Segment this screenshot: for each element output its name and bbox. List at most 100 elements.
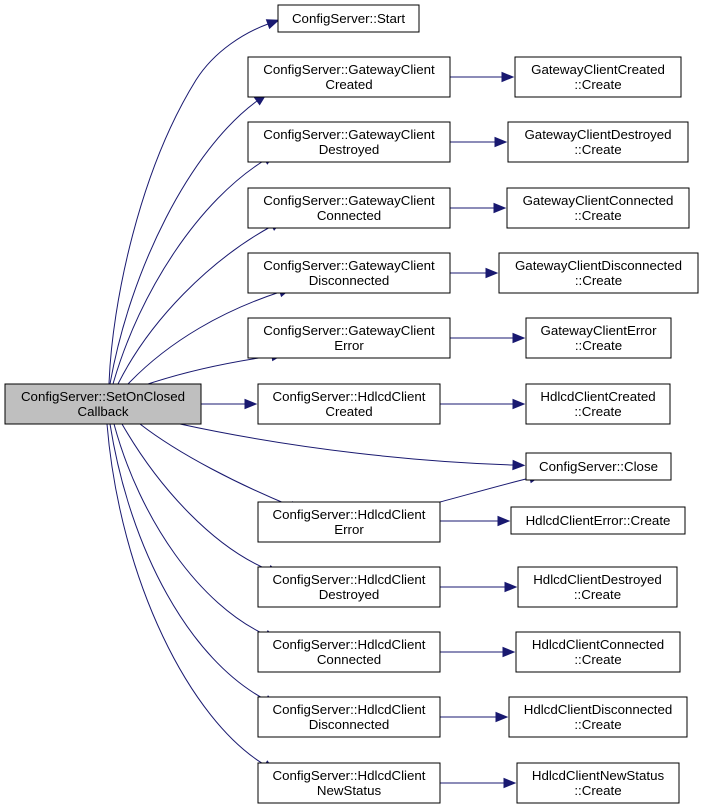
node-hcdis[interactable]: ConfigServer::HdlcdClientDisconnected — [257, 696, 441, 738]
node-label-line: ConfigServer::HdlcdClient — [273, 507, 426, 522]
node-box — [247, 187, 451, 229]
node-label-line: ::Create — [574, 587, 621, 602]
node-gcd[interactable]: ConfigServer::GatewayClientDestroyed — [247, 121, 451, 163]
edge-line — [108, 23, 269, 385]
node-label-line: GatewayClientCreated — [531, 62, 665, 77]
node-label-line: Error — [334, 522, 364, 537]
edge-gcd-to-gcd_c — [450, 136, 508, 148]
node-box — [257, 566, 441, 608]
node-label-line: ::Create — [574, 404, 621, 419]
node-gcn[interactable]: ConfigServer::GatewayClientConnected — [247, 187, 451, 229]
node-label-line: Connected — [317, 652, 381, 667]
edge-arrowhead — [485, 267, 499, 279]
node-label-line: HdlcdClientError::Create — [526, 513, 671, 528]
node-label-line: Created — [325, 404, 372, 419]
edge-arrowhead — [495, 711, 509, 723]
node-layer: ConfigServer::SetOnClosedCallbackConfigS… — [4, 4, 699, 804]
edge-line — [147, 355, 273, 385]
node-gcn-c[interactable]: GatewayClientConnected::Create — [506, 187, 690, 229]
node-gcc-c[interactable]: GatewayClientCreated::Create — [514, 56, 682, 98]
edge-line — [439, 477, 531, 503]
edge-hcns-to-hcns_c — [439, 777, 517, 789]
node-hce[interactable]: ConfigServer::HdlcdClientError — [257, 501, 441, 543]
node-start[interactable]: ConfigServer::Start — [277, 4, 420, 33]
node-label-line: ConfigServer::HdlcdClient — [273, 389, 426, 404]
node-label-line: HdlcdClientNewStatus — [532, 768, 665, 783]
node-hcc[interactable]: ConfigServer::HdlcdClientCreated — [257, 383, 441, 425]
node-hcc-c[interactable]: HdlcdClientCreated::Create — [525, 383, 671, 425]
node-label-line: ConfigServer::HdlcdClient — [273, 702, 426, 717]
node-box — [517, 566, 678, 608]
edge-root-to-gcn — [117, 220, 283, 385]
edge-arrowhead — [512, 332, 526, 344]
node-box — [514, 56, 682, 98]
node-label-line: ConfigServer::Close — [539, 459, 658, 474]
node-box — [498, 252, 699, 294]
node-label-line: HdlcdClientConnected — [532, 637, 664, 652]
edge-arrowhead — [512, 398, 526, 410]
edge-hce-to-hce_c — [439, 515, 511, 527]
node-label-line: ConfigServer::SetOnClosed — [21, 389, 185, 404]
node-box — [507, 121, 689, 163]
node-box — [510, 506, 686, 535]
edge-gcn-to-gcn_c — [449, 202, 507, 214]
node-label-line: ConfigServer::Start — [292, 11, 405, 26]
node-box — [257, 631, 441, 673]
node-label-line: Destroyed — [319, 142, 380, 157]
node-box — [247, 121, 451, 163]
node-label-line: Destroyed — [319, 587, 380, 602]
node-label-line: ConfigServer::GatewayClient — [263, 193, 435, 208]
edge-line — [117, 225, 273, 385]
node-gcd-c[interactable]: GatewayClientDestroyed::Create — [507, 121, 689, 163]
node-label-line: Created — [325, 77, 372, 92]
node-label-line: HdlcdClientCreated — [540, 389, 655, 404]
node-gce[interactable]: ConfigServer::GatewayClientError — [247, 317, 451, 359]
node-label-line: GatewayClientDestroyed — [524, 127, 671, 142]
edge-hcc-to-hcc_c — [439, 398, 526, 410]
edge-gce-to-gce_c — [449, 332, 526, 344]
node-label-line: Connected — [317, 208, 381, 223]
edge-root-to-gcc — [109, 93, 267, 385]
edge-arrowhead — [512, 459, 526, 471]
node-hcn[interactable]: ConfigServer::HdlcdClientConnected — [257, 631, 441, 673]
node-gce-c[interactable]: GatewayClientError::Create — [525, 317, 672, 359]
node-label-line: ConfigServer::GatewayClient — [263, 323, 435, 338]
node-label-line: ::Create — [574, 77, 621, 92]
node-box — [4, 383, 202, 425]
node-label-line: ConfigServer::HdlcdClient — [273, 637, 426, 652]
node-label-line: ConfigServer::GatewayClient — [263, 127, 435, 142]
edge-line — [121, 423, 270, 571]
node-label-line: Disconnected — [309, 273, 390, 288]
node-gcdis-c[interactable]: GatewayClientDisconnected::Create — [498, 252, 699, 294]
edge-line — [106, 423, 266, 766]
node-hcns-c[interactable]: HdlcdClientNewStatus::Create — [516, 762, 680, 804]
node-hcn-c[interactable]: HdlcdClientConnected::Create — [515, 631, 681, 673]
node-hcd[interactable]: ConfigServer::HdlcdClientDestroyed — [257, 566, 441, 608]
node-box — [257, 762, 441, 804]
node-hcd-c[interactable]: HdlcdClientDestroyed::Create — [517, 566, 678, 608]
node-box — [247, 56, 451, 98]
edge-hcn-to-hcn_c — [440, 646, 516, 658]
node-box — [257, 383, 441, 425]
edge-gcdis-to-gcdis_c — [450, 267, 499, 279]
node-close[interactable]: ConfigServer::Close — [525, 452, 672, 481]
edge-arrowhead — [501, 71, 515, 83]
edge-arrowhead — [493, 202, 507, 214]
node-gcc[interactable]: ConfigServer::GatewayClientCreated — [247, 56, 451, 98]
edge-root-to-hcc — [200, 398, 258, 410]
edge-gcc-to-gcc_c — [449, 71, 515, 83]
edge-line — [113, 423, 267, 636]
node-hcns[interactable]: ConfigServer::HdlcdClientNewStatus — [257, 762, 441, 804]
edge-hcdis-to-hcdis_c — [439, 711, 509, 723]
node-hce-c[interactable]: HdlcdClientError::Create — [510, 506, 686, 535]
node-label-line: ::Create — [574, 717, 621, 732]
node-gcdis[interactable]: ConfigServer::GatewayClientDisconnected — [247, 252, 451, 294]
edge-arrowhead — [504, 581, 518, 593]
node-box — [525, 317, 672, 359]
node-hcdis-c[interactable]: HdlcdClientDisconnected::Create — [508, 696, 688, 738]
edge-root-to-hce — [139, 423, 303, 511]
edge-line — [127, 291, 281, 385]
edge-line — [139, 423, 292, 507]
